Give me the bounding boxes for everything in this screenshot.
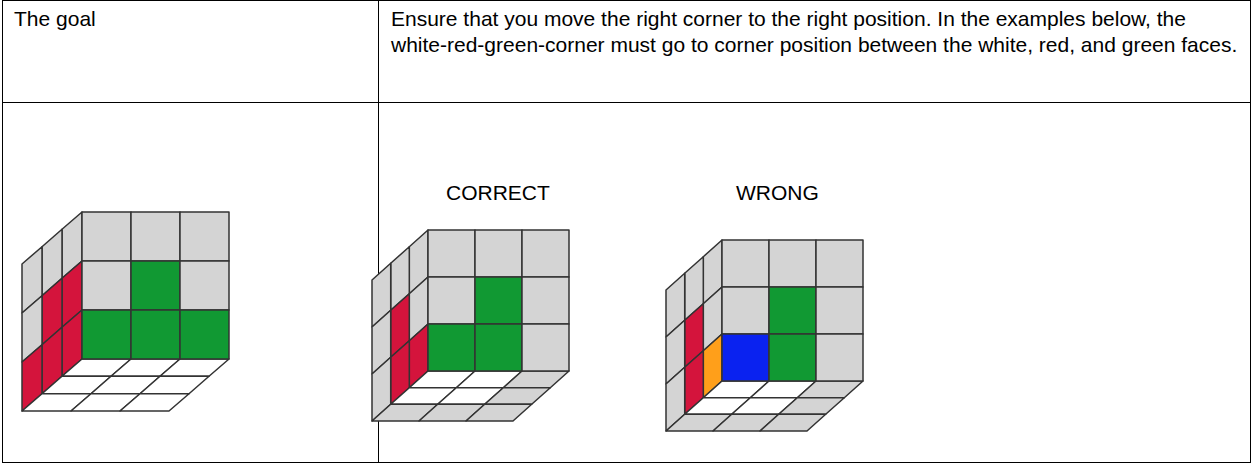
cube-sticker [120,394,189,411]
cube-illustrations [22,212,863,431]
cube-sticker [82,212,131,261]
cube-sticker [722,334,769,381]
table-border [3,1,1251,463]
cell-description: Ensure that you move the right corner to… [391,6,1239,58]
cube-sticker [779,398,845,415]
cube-sticker [160,359,229,376]
cube-sticker [797,381,863,398]
cube-sticker [131,310,180,359]
cube-sticker [428,324,475,371]
cube-sticker [522,277,569,324]
cube-sticker [180,261,229,310]
cube-sticker [82,310,131,359]
cube-sticker [131,212,180,261]
cube-sticker [475,277,522,324]
cube-sticker [816,287,863,334]
cube-sticker [140,376,209,393]
cube-sticker [475,230,522,277]
cube-sticker [522,230,569,277]
cube-sticker [131,261,180,310]
example-label: WRONG [736,180,896,206]
cube-sticker [180,212,229,261]
cube-sticker [760,414,826,431]
row-divider [3,102,1251,103]
cube-sticker [816,240,863,287]
cube-sticker [466,404,532,421]
cube-sticker [769,287,816,334]
cube-sticker [722,287,769,334]
cube-sticker [180,310,229,359]
cube-sticker [816,334,863,381]
cube-sticker [503,371,569,388]
cube-sticker [428,230,475,277]
cube-sticker [769,334,816,381]
cube-sticker [485,388,551,405]
cube-sticker [769,240,816,287]
cube-sticker [428,277,475,324]
cube-sticker [475,324,522,371]
cube-sticker [722,240,769,287]
cell-heading: The goal [14,6,364,32]
table-grid [3,1,1251,463]
cube-sticker [522,324,569,371]
cube-sticker [82,261,131,310]
example-label: CORRECT [446,180,606,206]
